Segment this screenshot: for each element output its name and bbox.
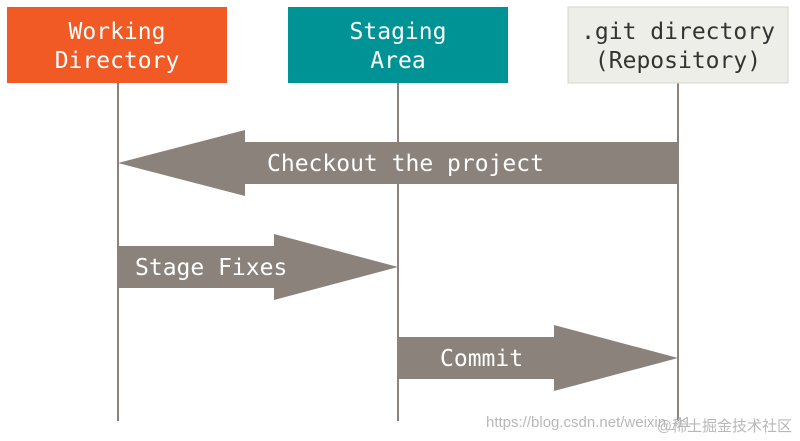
repository-label-line2: (Repository) [595,48,761,74]
checkout-arrow-label: Checkout the project [267,151,544,177]
staging-area-box [288,7,508,83]
watermark-url: https://blog.csdn.net/weixin_41 [486,414,691,431]
stage-fixes-arrow: Stage Fixes [118,234,398,300]
checkout-arrow: Checkout the project [118,130,678,196]
stage-fixes-arrow-label: Stage Fixes [135,255,287,281]
working-directory-label-line1: Working [69,19,166,45]
stage-fixes-arrow-shape [118,234,398,300]
working-directory-box [7,7,227,83]
working-directory-label-line2: Directory [55,48,180,74]
repository-label-line1: .git directory [581,19,775,45]
checkout-arrow-shape [118,130,678,196]
staging-area-label-line1: Staging [350,19,447,45]
repository-box [567,6,789,84]
working-directory-header: Working Directory [7,7,227,83]
commit-arrow-label: Commit [440,346,523,372]
watermark-site: @稀土掘金技术社区 [657,418,792,435]
repository-header: .git directory (Repository) [567,6,789,84]
staging-area-header: Staging Area [288,7,508,83]
staging-area-label-line2: Area [370,48,425,74]
commit-arrow: Commit [398,325,678,391]
commit-arrow-shape [398,325,678,391]
